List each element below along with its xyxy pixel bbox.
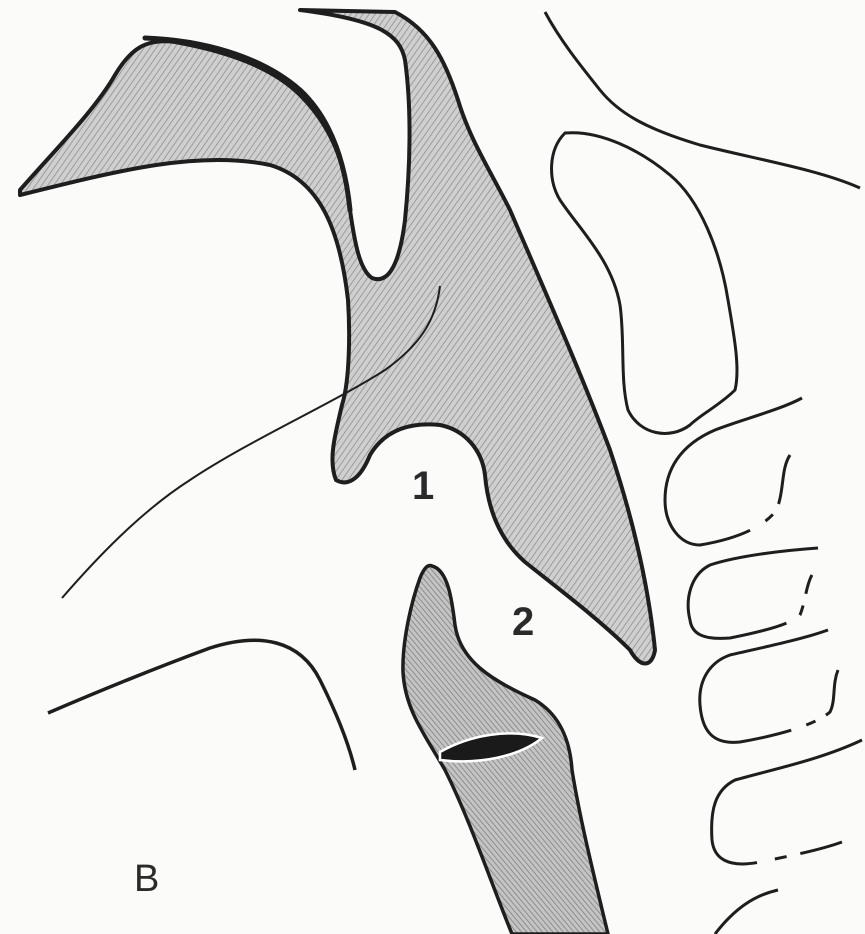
vertebra-3 [700,630,838,742]
upper-right-contour [545,12,860,188]
palate-shaded-region [20,10,655,664]
vertebra-4 [712,740,862,864]
vertebra-1 [665,398,802,545]
jaw-contour [48,640,355,770]
panel-label: B [134,860,159,898]
region-2-label: 2 [512,602,534,642]
vertebra-2 [688,548,818,638]
vertebra-5 [715,890,778,934]
region-1-label: 1 [412,466,434,506]
